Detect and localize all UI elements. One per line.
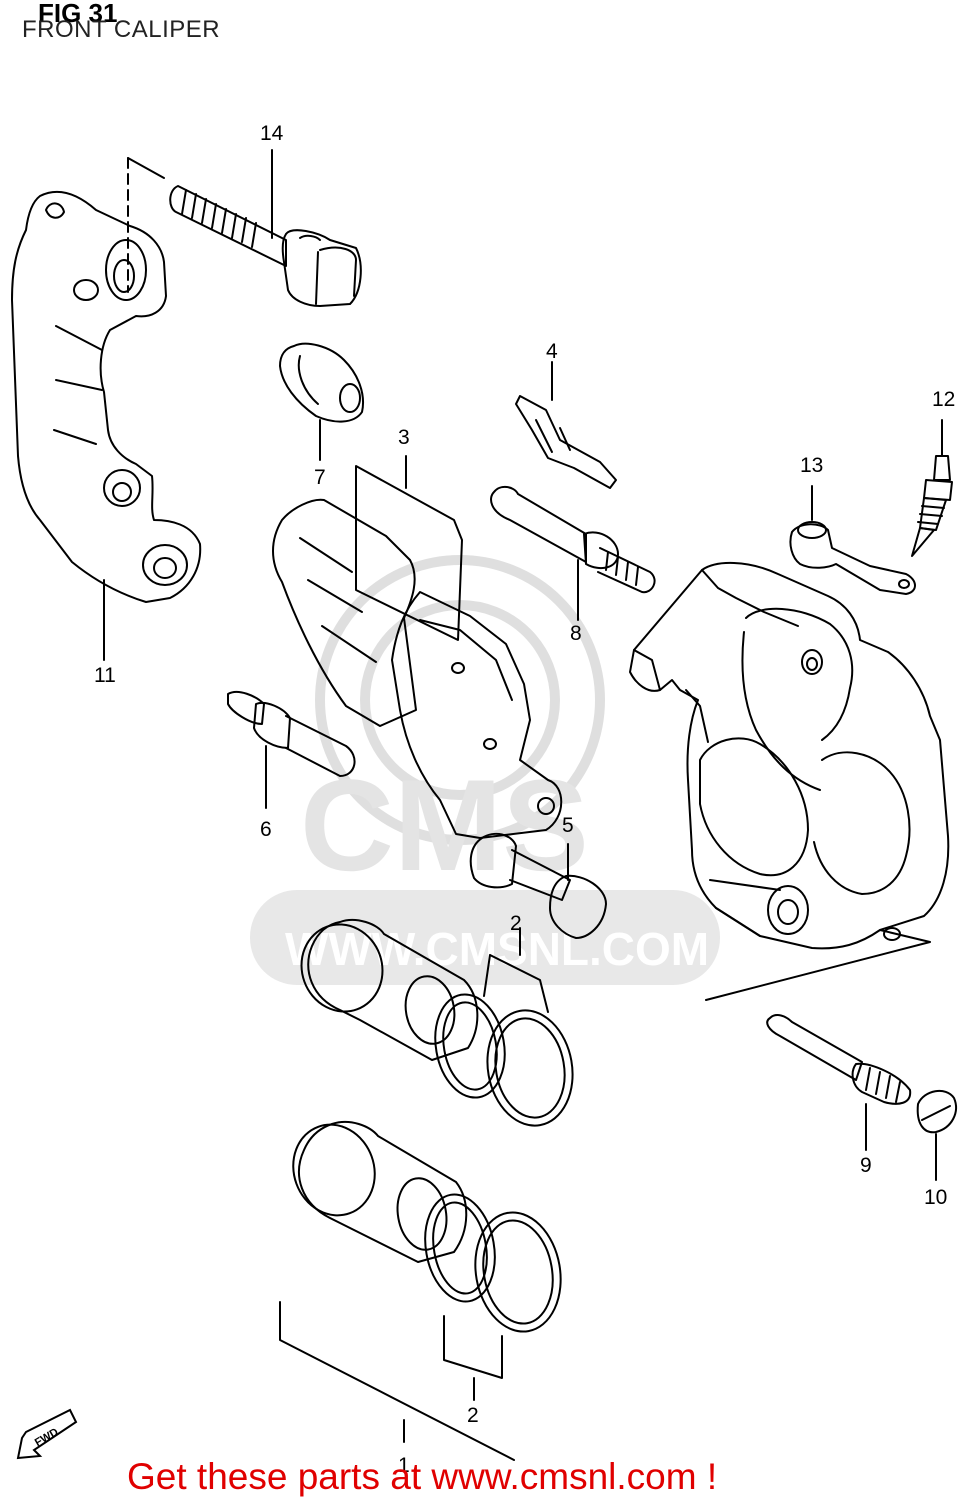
caliper-body: [629, 562, 950, 1001]
callout-2-upper: 2: [510, 912, 522, 935]
part-6-pin: [227, 690, 356, 809]
part-10-cap: [916, 1089, 957, 1181]
part-4-spring: [515, 361, 617, 489]
part-12-bleed-screw: [911, 419, 953, 557]
fwd-arrow-icon: FWD: [16, 1408, 78, 1460]
part-14-bolt: [169, 149, 362, 307]
callout-labels: 14 4 3 12 13 7 8 11 6 5 2 9 10 2 1: [94, 122, 955, 1477]
callout-14: 14: [260, 122, 284, 145]
callout-6: 6: [260, 818, 272, 841]
part-11-bracket: [11, 157, 202, 661]
callout-12: 12: [932, 388, 955, 411]
part-13-cap: [789, 485, 916, 595]
part-1-piston-upper: [300, 918, 574, 1127]
callout-10: 10: [924, 1186, 947, 1209]
watermark: CMS WWW.CMSNL.COM: [250, 555, 720, 985]
callout-13: 13: [800, 454, 823, 477]
part-1-leader: [279, 1301, 515, 1461]
callout-4: 4: [546, 340, 558, 363]
callout-2-lower: 2: [467, 1404, 479, 1427]
part-9-pin: [766, 1014, 912, 1151]
part-1-piston-lower: [292, 1120, 562, 1401]
part-3-pads: [272, 455, 563, 839]
part-7-boot: [279, 342, 364, 461]
parts-link-banner[interactable]: Get these parts at www.cmsnl.com !: [127, 1456, 718, 1497]
watermark-logo: CMS: [300, 752, 589, 898]
callout-5: 5: [562, 814, 574, 837]
figure-subtitle: FRONT CALIPER: [22, 16, 221, 43]
part-5-bolt: [469, 832, 607, 939]
part-8-pin: [490, 486, 656, 621]
figure-title: FIG 31: [38, 0, 118, 28]
callout-11: 11: [94, 664, 116, 687]
callout-3: 3: [398, 426, 410, 449]
callout-8: 8: [570, 622, 582, 645]
callout-1: 1: [398, 1454, 410, 1477]
callout-9: 9: [860, 1154, 872, 1177]
callout-7: 7: [314, 466, 326, 489]
watermark-text: WWW.CMSNL.COM: [285, 923, 709, 975]
